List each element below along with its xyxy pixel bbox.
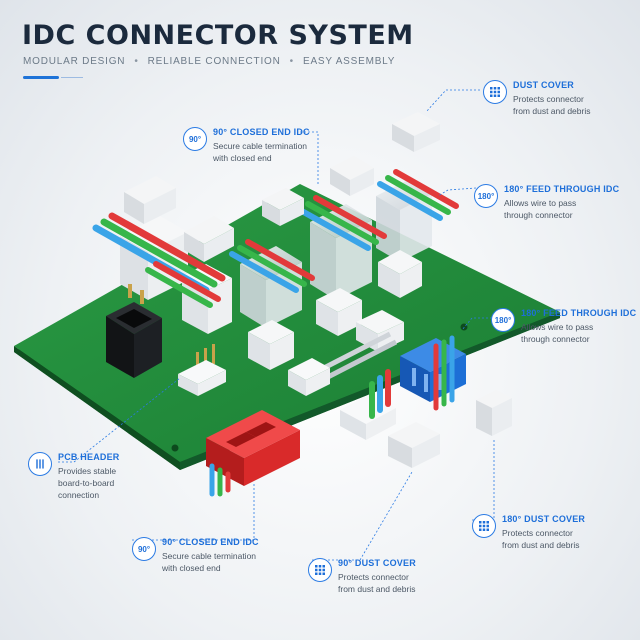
dust-cover-180-part <box>476 390 512 436</box>
wire-bundle-center <box>229 169 459 293</box>
callout-title: 90° CLOSED END IDC <box>162 537 259 547</box>
accent-line-thin <box>61 77 83 78</box>
angle-90-icon: 90° <box>132 537 156 561</box>
callout-desc: Provides stable board-to-board connectio… <box>58 466 117 500</box>
separator-dot: • <box>289 56 294 67</box>
center-clear-connectors <box>240 180 432 328</box>
callout-title: 180° FEED THROUGH IDC <box>504 184 620 194</box>
subtitle-item-modular: MODULAR DESIGN <box>23 56 126 67</box>
callout-desc: Protects connector from dust and debris <box>338 572 416 594</box>
black-pcb-header <box>106 302 162 378</box>
callout-title: 180° FEED THROUGH IDC <box>521 308 637 318</box>
wire-bundle-blue <box>433 335 455 411</box>
grid-icon <box>472 514 496 538</box>
dust-cover-90-part <box>388 422 440 468</box>
subtitle-item-easy: EASY ASSEMBLY <box>302 56 396 67</box>
page-title: IDC CONNECTOR SYSTEM <box>22 20 414 51</box>
rotate-180-icon: 180° <box>474 184 498 208</box>
center-white-bases <box>248 250 422 370</box>
callout-title: 180° DUST COVER <box>502 514 586 524</box>
page-subtitle: MODULAR DESIGN • RELIABLE CONNECTION • E… <box>23 56 395 67</box>
red-connector <box>206 410 300 486</box>
callout-title: DUST COVER <box>513 80 575 90</box>
top-dust-covers <box>262 112 440 226</box>
callout-desc: Allows wire to pass through connector <box>521 322 594 344</box>
angle-90-icon: 90° <box>183 127 207 151</box>
pins-icon <box>28 452 52 476</box>
accent-line <box>23 76 59 79</box>
callout-desc: Secure cable termination with closed end <box>162 551 257 573</box>
mount-hole <box>171 444 179 452</box>
wire-bundle-red <box>209 463 231 497</box>
callout-title: 90° DUST COVER <box>338 558 416 568</box>
wire-bundle-right-vertical <box>369 369 391 419</box>
separator-dot: • <box>134 56 139 67</box>
grid-icon <box>308 558 332 582</box>
callout-desc: Allows wire to pass through connector <box>504 198 577 220</box>
left-dust-cover <box>124 176 234 262</box>
callout-desc: Secure cable termination with closed end <box>213 141 308 163</box>
callout-title: 90° CLOSED END IDC <box>213 127 310 137</box>
callout-desc: Protects connector from dust and debris <box>502 528 580 550</box>
wire-bundle-left <box>92 212 226 308</box>
callout-title: PCB HEADER <box>58 452 120 462</box>
grid-icon <box>483 80 507 104</box>
callout-desc: Protects connector from dust and debris <box>513 94 591 116</box>
angle-180-icon: 180° <box>491 308 515 332</box>
small-pcb-header <box>178 344 226 396</box>
subtitle-item-reliable: RELIABLE CONNECTION <box>147 56 281 67</box>
